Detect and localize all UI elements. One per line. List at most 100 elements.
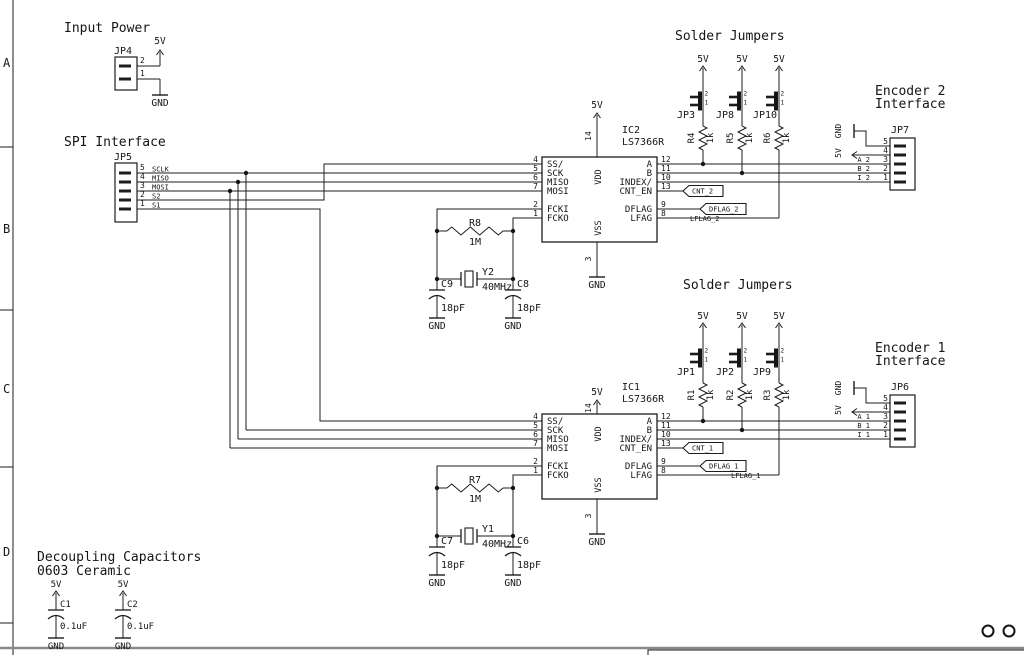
pin-number: 11 — [661, 421, 671, 430]
connector-body — [889, 137, 916, 191]
junction-dot — [235, 179, 241, 185]
refdes-label: JP2 — [716, 367, 734, 378]
power-arrow-icon — [593, 112, 601, 119]
crystal-symbol — [464, 270, 474, 288]
section-title: 0603 Ceramic — [37, 564, 131, 579]
pin-name: CNT_EN — [619, 444, 652, 454]
ground-net-label: GND — [504, 321, 521, 332]
power-net-label: 5V — [591, 100, 603, 111]
pin-name: INDEX/ — [619, 435, 652, 445]
pin-number: 11 — [661, 164, 671, 173]
connector-body — [114, 162, 138, 223]
pin-number: 5 — [533, 164, 538, 173]
power-arrow-icon — [593, 399, 601, 406]
part-number-label: LS7366R — [622, 137, 665, 148]
pin-name: VSS — [594, 477, 604, 492]
refdes-label: JP3 — [677, 110, 695, 121]
mounting-hole-icon — [1002, 624, 1016, 638]
net-label: I_1 — [857, 431, 870, 439]
ground-net-label: GND — [151, 98, 168, 109]
pin-number: 2 — [533, 200, 538, 209]
power-net-label: 5V — [773, 311, 785, 322]
refdes-label: JP10 — [753, 110, 777, 121]
signal-label: S1 — [152, 202, 160, 210]
pin-number: 12 — [661, 155, 671, 164]
pin-name: SCK — [547, 169, 564, 179]
pin-number: 1 — [744, 100, 748, 107]
pin-number: 1 — [781, 357, 785, 364]
pin-number: 10 — [661, 430, 671, 439]
power-net-label: 5V — [118, 580, 129, 590]
pin-number: 1 — [533, 209, 538, 218]
pin-number: 12 — [661, 412, 671, 421]
refdes-label: C9 — [441, 279, 453, 290]
resistor-symbol — [697, 125, 709, 151]
pin-number: 2 — [883, 164, 888, 173]
pin-name: VDD — [594, 426, 604, 441]
section-title: Solder Jumpers — [675, 29, 785, 44]
capacitor-plate — [428, 294, 446, 300]
junction-dot — [434, 533, 440, 539]
pin-name: DFLAG — [625, 462, 652, 472]
refdes-label: JP6 — [891, 382, 909, 393]
value-label: 18pF — [517, 560, 541, 571]
pin-number: 6 — [533, 173, 538, 182]
power-arrow-icon — [738, 322, 746, 329]
pin-number: 2 — [140, 190, 145, 199]
pin-number: 1 — [744, 357, 748, 364]
value-label: 1M — [469, 494, 481, 505]
refdes-label: JP1 — [677, 367, 695, 378]
jumper-bar — [698, 91, 702, 111]
pin-number: 3 — [883, 155, 888, 164]
section-title: Interface — [875, 354, 946, 369]
connector-body — [889, 394, 916, 448]
wire — [137, 163, 542, 201]
net-label: A_2 — [857, 156, 870, 164]
pin-number: 1 — [705, 100, 709, 107]
power-arrow-icon — [775, 322, 783, 329]
junction-dot — [434, 485, 440, 491]
power-arrow-icon — [156, 49, 164, 56]
wire — [436, 208, 542, 290]
pin-name: FCKI — [547, 205, 569, 215]
refdes-label: JP4 — [114, 46, 132, 57]
refdes-label: IC1 — [622, 382, 640, 393]
refdes-label: JP5 — [114, 152, 132, 163]
refdes-label: Y2 — [482, 267, 494, 278]
pin-number: 5 — [883, 394, 888, 403]
value-label: 40MHz — [482, 282, 512, 293]
refdes-label: JP8 — [716, 110, 734, 121]
resistor-symbol — [736, 125, 748, 151]
pin-number: 5 — [883, 137, 888, 146]
row-label: B — [3, 222, 10, 236]
pin-number: 1 — [533, 466, 538, 475]
capacitor-plate — [47, 614, 65, 620]
capacitor-plate — [428, 551, 446, 557]
capacitor-plate — [504, 294, 522, 300]
value-label: 18pF — [517, 303, 541, 314]
pin-number: 13 — [661, 439, 671, 448]
pin-number: 14 — [584, 131, 593, 141]
net-flag — [699, 459, 747, 473]
refdes-label: C8 — [517, 279, 529, 290]
junction-dot — [227, 188, 233, 194]
refdes-label: R2 — [726, 390, 736, 401]
pin-number: 3 — [883, 412, 888, 421]
refdes-label: C1 — [60, 600, 71, 610]
pin-name: MISO — [547, 178, 569, 188]
jumper-bar — [737, 348, 741, 368]
net-flag-label: CNT_1 — [692, 445, 713, 453]
refdes-label: IC2 — [622, 125, 640, 136]
pin-name: FCKO — [547, 214, 569, 224]
junction-dot — [510, 228, 516, 234]
pin-number: 1 — [705, 357, 709, 364]
value-label: 0.1uF — [127, 622, 154, 632]
capacitor-plate — [114, 614, 132, 620]
power-net-label: 5V — [773, 54, 785, 65]
pin-number: 3 — [140, 181, 145, 190]
net-label: B_2 — [857, 165, 870, 173]
pin-number: 2 — [781, 348, 785, 355]
pin-number: 1 — [140, 69, 145, 78]
pin-name: FCKI — [547, 462, 569, 472]
